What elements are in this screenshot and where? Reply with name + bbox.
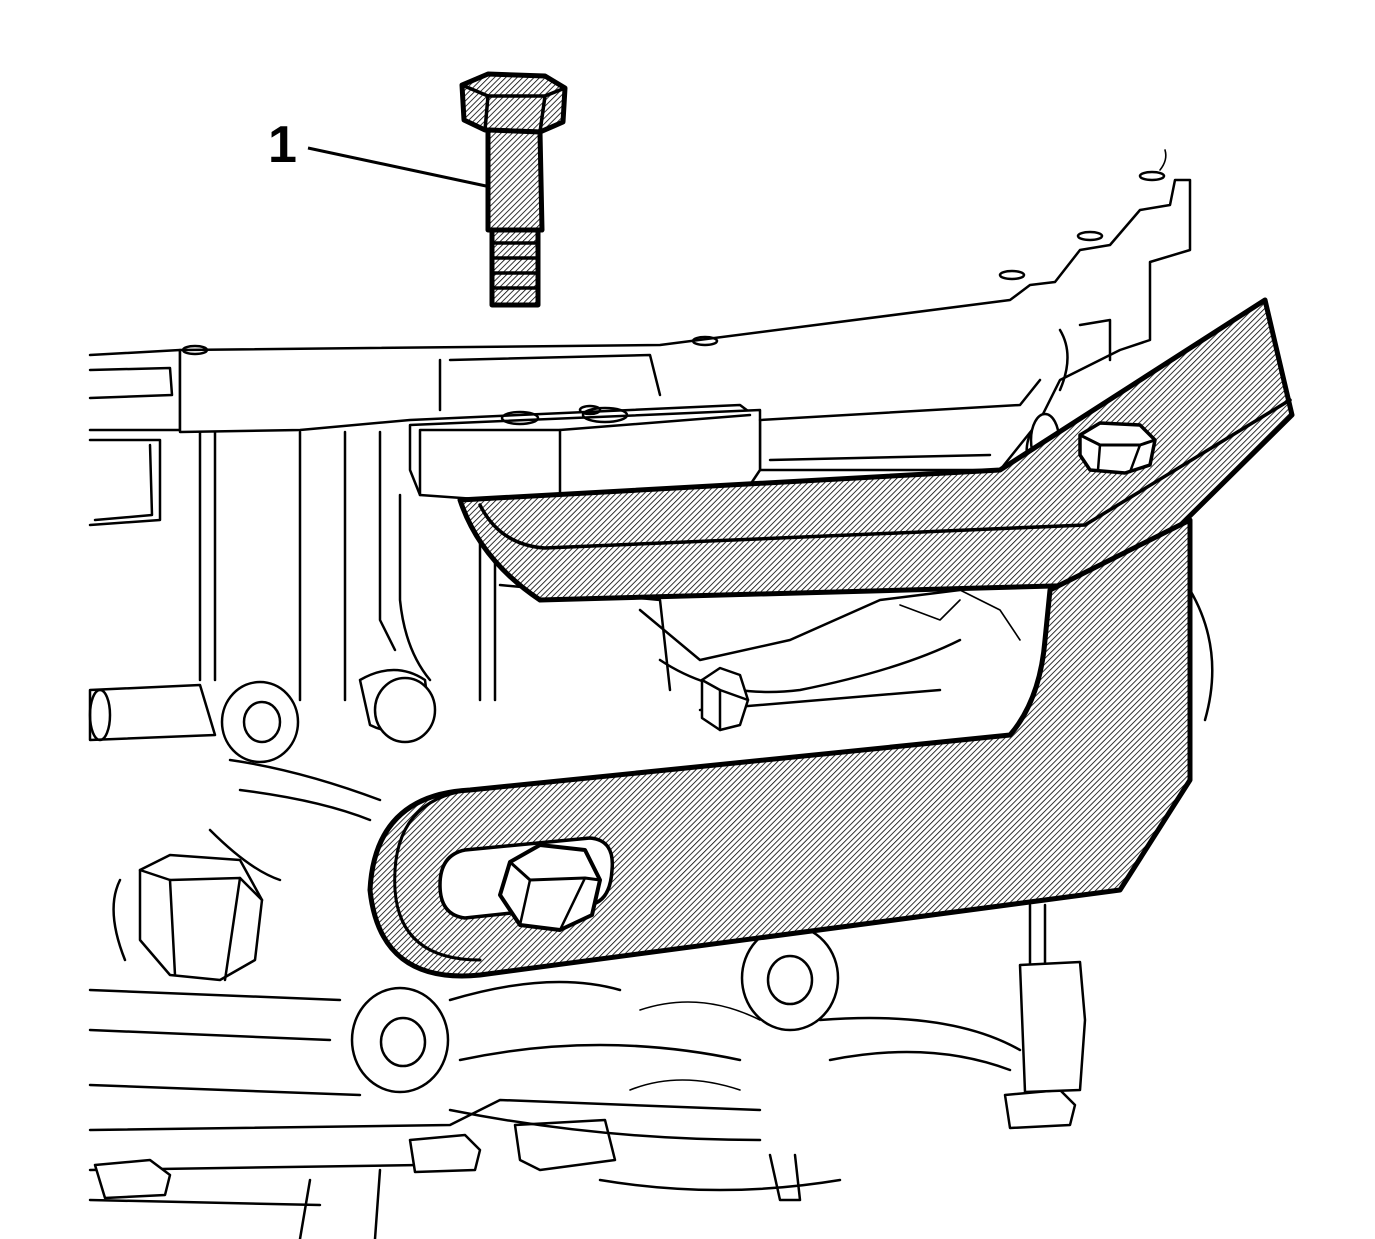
engine-housing [88,149,1192,702]
callout-1: 1 [268,116,487,188]
upper-mount-bracket [457,297,1295,603]
bolt-item-1 [459,71,568,308]
callout-1-leader [307,146,487,188]
bracket-bolt [1078,421,1157,475]
callout-1-label: 1 [268,116,297,174]
lower-mount-bracket [367,517,1193,979]
lower-engine-components [88,583,1214,1239]
